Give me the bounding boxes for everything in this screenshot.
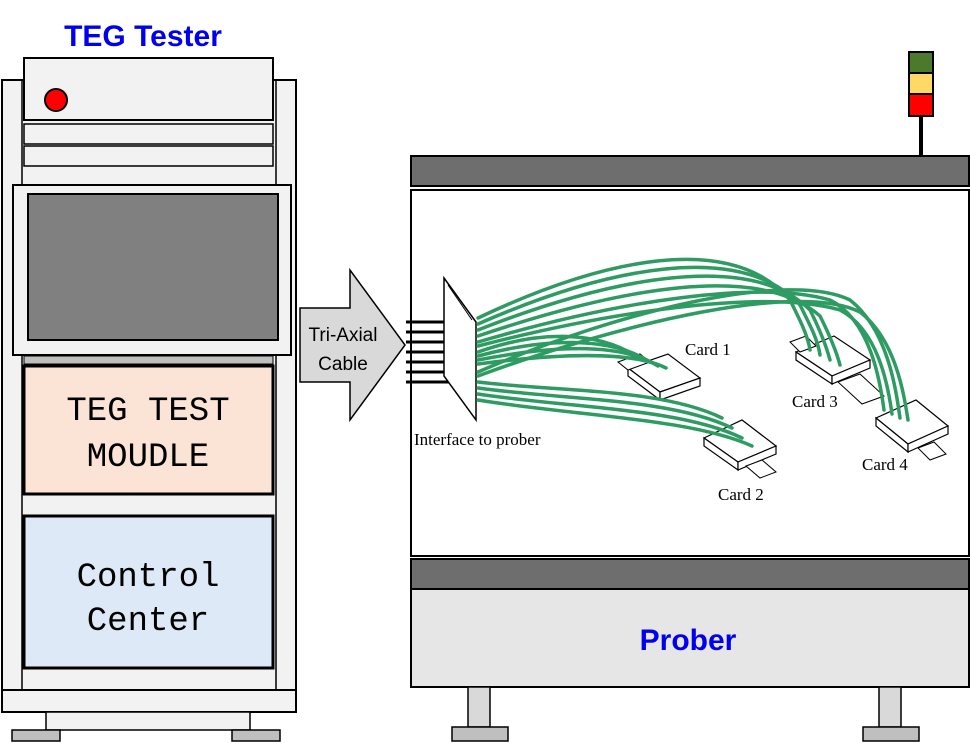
tri-axial-cable-arrow: Tri-Axial Cable — [299, 267, 406, 423]
probe-card-1: Card 1 — [616, 340, 731, 402]
control-center — [22, 514, 275, 670]
cable-label-line1: Tri-Axial — [309, 325, 378, 346]
power-indicator-icon — [44, 88, 68, 112]
probe-wires — [476, 257, 910, 448]
arrow-right-icon — [299, 267, 406, 423]
monitor-screen — [27, 193, 279, 341]
prober-foot-right — [862, 726, 920, 742]
prober-leg-left — [467, 686, 491, 728]
probe-card-3: Card 3 — [789, 335, 885, 411]
signal-tower-icon — [908, 51, 934, 157]
module-label-line1: TEG TEST — [66, 393, 229, 431]
tester-title: TEG Tester — [64, 20, 222, 53]
card-1-label: Card 1 — [685, 340, 731, 359]
tester-foot-right — [231, 729, 281, 742]
tester-top-unit — [23, 57, 274, 121]
drive-slot-1 — [23, 123, 274, 145]
card-2-label: Card 2 — [718, 485, 764, 504]
drive-slot-2 — [23, 145, 274, 167]
tester-plinth — [45, 711, 251, 731]
control-label-line2: Center — [87, 603, 209, 641]
teg-tester: TEG Tester TEG TEST MOUDLE Control Cente… — [1, 20, 297, 742]
tester-base — [1, 689, 297, 713]
prober-leg-right — [878, 686, 902, 728]
monitor-stand — [23, 355, 274, 365]
prober: Prober Interface to prober Card 1 — [406, 51, 970, 742]
probe-card-4: Card 4 — [862, 399, 950, 474]
card-4-label: Card 4 — [862, 455, 908, 474]
cable-label-line2: Cable — [318, 354, 368, 375]
interface-label: Interface to prober — [414, 430, 541, 449]
tester-foot-left — [11, 729, 61, 742]
card-3-label: Card 3 — [792, 392, 838, 411]
prober-bottom-bar — [410, 558, 970, 590]
control-label-line1: Control — [77, 559, 220, 597]
prober-top-bar — [410, 155, 970, 187]
module-label-line2: MOUDLE — [87, 439, 209, 477]
prober-base — [410, 588, 970, 688]
prober-title: Prober — [640, 624, 737, 657]
prober-foot-left — [451, 726, 509, 742]
teg-test-module — [22, 364, 275, 496]
